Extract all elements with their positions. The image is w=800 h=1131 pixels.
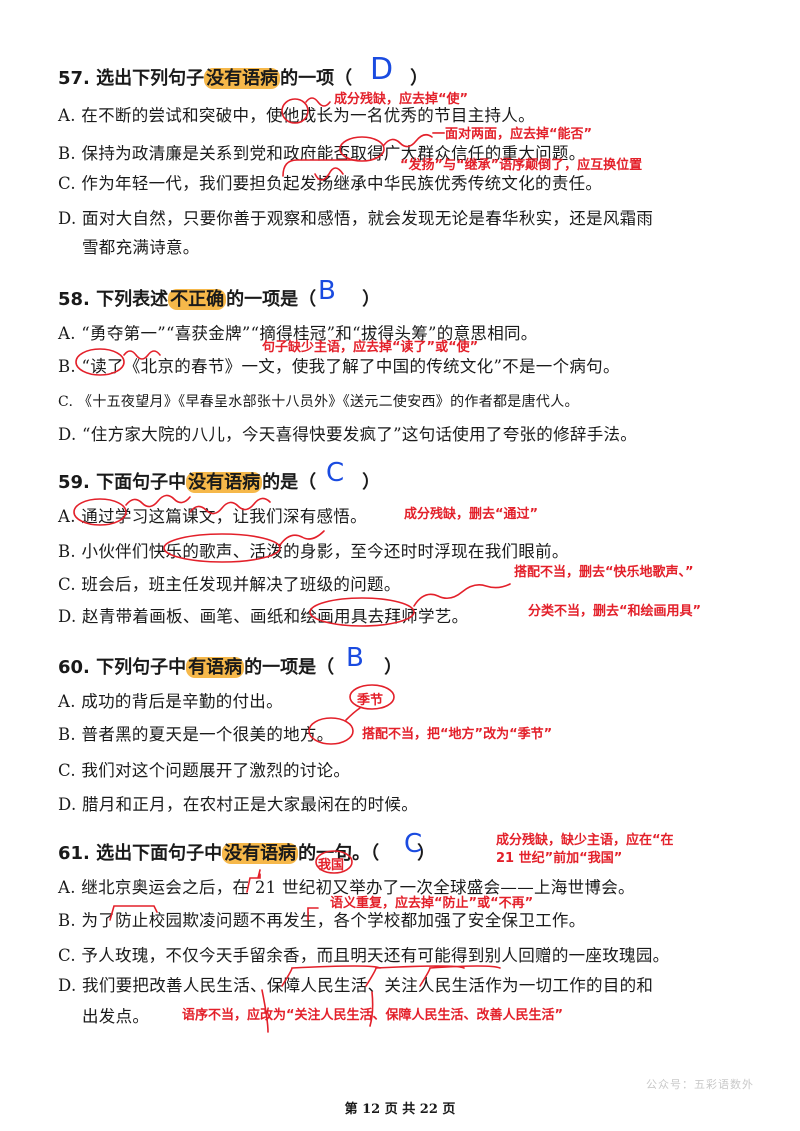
circle-mark-58b bbox=[75, 348, 125, 376]
circle-mark-59a bbox=[73, 498, 127, 526]
option-60-b: B. 普者黑的夏天是一个很美的地方。 bbox=[58, 725, 334, 744]
answer-58: B bbox=[318, 276, 336, 306]
question-58-title: 58. 下列表述不正确的一项是（） bbox=[58, 289, 381, 310]
squiggle-mark-58b bbox=[123, 350, 161, 360]
annotation-59-b: 搭配不当，删去“快乐地歌声、” bbox=[514, 565, 694, 580]
bracket-mark-61b bbox=[109, 905, 158, 921]
annotation-61-b: 语义重复，应去掉“防止”或“不再” bbox=[330, 896, 534, 911]
option-60-c: C. 我们对这个问题展开了激烈的讨论。 bbox=[58, 761, 351, 780]
squiggle-mark-59a-2 bbox=[189, 497, 271, 515]
option-61-d-cont: 出发点。 bbox=[82, 1007, 150, 1026]
option-61-c: C. 予人玫瑰，不仅今天手留余香，而且明天还有可能得到别人回赠的一座玫瑰园。 bbox=[58, 946, 670, 965]
option-59-b: B. 小伙伴们快乐的歌声、活泼的身影，至今还时时浮现在我们眼前。 bbox=[58, 542, 569, 561]
highlight-marker: 没有语病 bbox=[186, 472, 263, 493]
question-57-title: 57. 选出下列句子没有语病的一项（） bbox=[58, 68, 429, 89]
question-59-title: 59. 下面句子中没有语病的是（） bbox=[58, 472, 381, 493]
annotation-60-b: 搭配不当，把“地方”改为“季节” bbox=[362, 727, 553, 742]
option-61-a: A. 继北京奥运会之后，在 21 世纪初又举办了一次全球盛会——上海世博会。 bbox=[58, 878, 635, 897]
option-57-b: B. 保持为政清廉是关系到党和政府能否取得广大群众信任的重大问题。 bbox=[58, 144, 586, 163]
annotation-61-title-2: 21 世纪”前加“我国” bbox=[496, 851, 623, 866]
option-57-c: C. 作为年轻一代，我们要担负起发扬继承中华民族优秀传统文化的责任。 bbox=[58, 174, 603, 193]
swap-mark-57c bbox=[282, 159, 358, 181]
option-57-d-cont: 雪都充满诗意。 bbox=[82, 238, 200, 257]
bracket-mark-61b-2 bbox=[307, 907, 319, 921]
option-60-a: A. 成功的背后是辛勤的付出。 bbox=[58, 692, 283, 711]
circle-mark-59d bbox=[309, 597, 415, 627]
option-57-d: D. 面对大自然，只要你善于观察和感悟，就会发现无论是春华秋实，还是风霜雨 bbox=[58, 209, 654, 228]
annotation-58-b: 句子缺少主语，应去掉“读了”或“使” bbox=[262, 340, 479, 355]
circle-mark-61-label bbox=[315, 850, 353, 874]
option-59-a: A. 通过学习这篇课文，让我们深有感悟。 bbox=[58, 507, 367, 526]
circle-mark-60-label bbox=[349, 684, 395, 710]
option-58-c: C. 《十五夜望月》《早春呈水部张十八员外》《送元二使安西》的作者都是唐代人。 bbox=[58, 394, 579, 410]
circle-mark-60b bbox=[308, 717, 354, 745]
highlight-marker: 不正确 bbox=[168, 289, 227, 310]
arrow-mark-60b bbox=[345, 707, 361, 721]
annotation-61-title-1: 成分残缺，缺少主语，应在“在 bbox=[496, 833, 674, 848]
circle-mark-57b bbox=[339, 136, 385, 162]
option-58-d: D. “住方家大院的八儿，今天喜得快要发疯了”这句话使用了夸张的修辞手法。 bbox=[58, 425, 638, 444]
annotation-60-circle-label: 季节 bbox=[357, 693, 384, 708]
question-61-title: 61. 选出下面句子中没有语病的一句。（） bbox=[58, 843, 436, 864]
squiggle-mark-59d bbox=[413, 583, 511, 607]
annotation-61-insert: 我国 bbox=[318, 858, 345, 873]
annotation-59-a: 成分残缺，删去“通过” bbox=[404, 507, 539, 522]
swap-mark-61d bbox=[281, 965, 501, 987]
answer-59: C bbox=[326, 458, 345, 488]
arrow-mark-61d bbox=[261, 989, 374, 1033]
squiggle-mark-59b bbox=[279, 530, 325, 546]
answer-57: D bbox=[370, 52, 394, 87]
highlight-marker: 没有语病 bbox=[204, 68, 281, 89]
insert-mark-61a bbox=[246, 869, 261, 893]
annotation-57-a: 成分残缺，应去掉“使” bbox=[334, 92, 469, 107]
answer-60: B bbox=[346, 643, 364, 673]
page-footer: 第 12 页 共 22 页 bbox=[344, 1102, 456, 1117]
annotation-59-d: 分类不当，删去“和绘画用具” bbox=[528, 604, 702, 619]
circle-mark-59b bbox=[163, 533, 281, 563]
highlight-marker: 没有语病 bbox=[222, 843, 299, 864]
annotation-57-c: “发扬”与“继承”语序颠倒了，应互换位置 bbox=[400, 158, 643, 173]
option-57-a: A. 在不断的尝试和突破中，使他成长为一名优秀的节目主持人。 bbox=[58, 106, 535, 125]
highlight-marker: 有语病 bbox=[186, 657, 245, 678]
annotation-57-b: 一面对两面，应去掉“能否” bbox=[432, 127, 593, 142]
answer-61: C bbox=[404, 829, 423, 859]
option-60-d: D. 腊月和正月，在农村正是大家最闲在的时候。 bbox=[58, 795, 419, 814]
squiggle-mark-57b bbox=[383, 133, 433, 148]
circle-mark-57a bbox=[281, 98, 309, 124]
option-58-b: B. “读了《北京的春节》一文，使我了解了中国的传统文化”不是一个病句。 bbox=[58, 357, 620, 376]
option-61-d: D. 我们要把改善人民生活、保障人民生活、关注人民生活作为一切工作的目的和 bbox=[58, 976, 654, 995]
question-60-title: 60. 下列句子中有语病的一项是（） bbox=[58, 657, 403, 678]
option-59-c: C. 班会后，班主任发现并解决了班级的问题。 bbox=[58, 575, 401, 594]
option-58-a: A. “勇夺第一”“喜获金牌”“摘得桂冠”和“拔得头筹”的意思相同。 bbox=[58, 324, 538, 343]
squiggle-mark-59a bbox=[125, 494, 191, 508]
option-61-b: B. 为了防止校园欺凌问题不再发生，各个学校都加强了安全保卫工作。 bbox=[58, 911, 586, 930]
watermark: 公众号：五彩语数外 bbox=[646, 1078, 754, 1091]
squiggle-mark-57a bbox=[305, 97, 331, 107]
option-59-d: D. 赵青带着画板、画笔、画纸和绘画用具去拜师学艺。 bbox=[58, 607, 469, 626]
